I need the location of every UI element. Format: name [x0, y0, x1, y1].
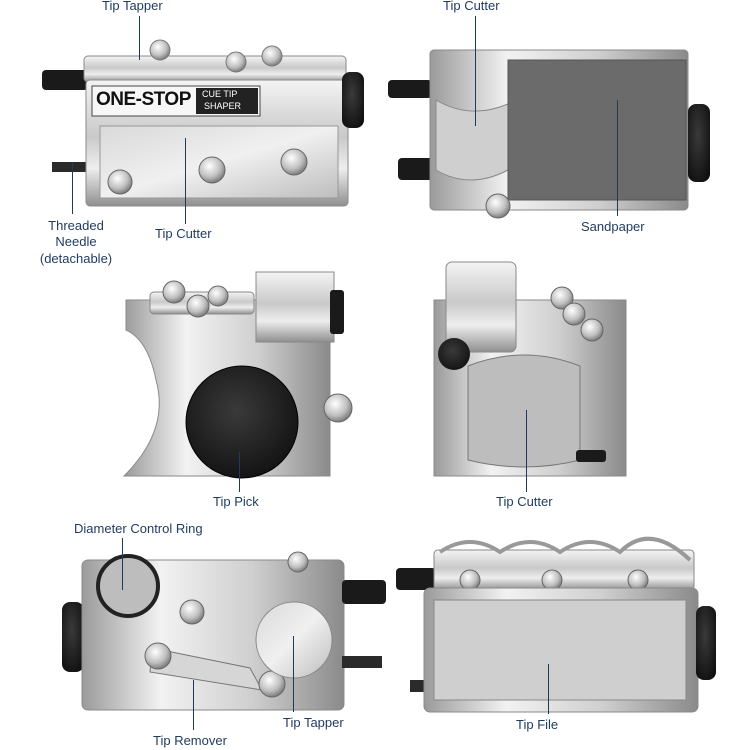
tip-pick-pad: [185, 365, 299, 479]
side-knob-black: [342, 72, 364, 128]
screw: [459, 569, 481, 591]
thread-black: [576, 450, 606, 462]
screw: [485, 193, 511, 219]
tip-file-surface: [433, 599, 687, 701]
knob-right-black: [342, 580, 386, 604]
leader-line: [239, 452, 240, 492]
screw: [580, 318, 604, 342]
leader-line: [526, 410, 527, 492]
label-tip-file: Tip File: [516, 717, 559, 732]
side-knob: [323, 393, 353, 423]
label-tip-cutter-top-right: Tip Cutter: [443, 0, 500, 13]
label-sandpaper: Sandpaper: [581, 219, 645, 234]
view-cutter-end: [433, 261, 627, 477]
screw: [225, 51, 247, 73]
leader-line: [548, 664, 549, 714]
label-threaded-needle: Threaded Needle (detachable): [39, 218, 113, 266]
leader-line: [475, 16, 476, 126]
diameter-control-ring: [96, 554, 160, 618]
knob-left-black-lower: [398, 158, 438, 180]
logo-badge: [196, 88, 258, 114]
knob-black: [438, 338, 470, 370]
leader-line: [293, 636, 294, 712]
knob-left-black: [396, 568, 436, 590]
sandpaper-pad: [507, 59, 687, 201]
screw: [162, 280, 186, 304]
screw: [627, 569, 649, 591]
screw: [198, 156, 226, 184]
screw: [144, 642, 172, 670]
top-plate: [83, 55, 347, 83]
thread-right: [342, 656, 382, 668]
screw: [179, 599, 205, 625]
cutter-bore: [467, 354, 581, 468]
knob-left-black: [42, 70, 88, 90]
screw: [287, 551, 309, 573]
screw: [550, 286, 574, 310]
label-tip-cutter-end: Tip Cutter: [496, 494, 553, 509]
side-knob-black: [62, 602, 84, 672]
leader-line: [139, 16, 140, 60]
screw: [541, 569, 563, 591]
top-ridge: [438, 536, 692, 562]
leader-line: [72, 162, 73, 214]
screw: [149, 39, 171, 61]
screw: [207, 285, 229, 307]
screw: [107, 169, 133, 195]
cutter-block: [255, 271, 335, 343]
label-tip-tapper-top: Tip Tapper: [102, 0, 163, 13]
logo-subtitle-line2: SHAPER: [204, 101, 242, 111]
label-tip-tapper-bottom: Tip Tapper: [283, 715, 344, 730]
label-tip-remover: Tip Remover: [153, 733, 227, 748]
label-tip-cutter-front: Tip Cutter: [155, 226, 212, 241]
tip-tapper-disc: [255, 601, 333, 679]
view-tip-pick: [122, 271, 353, 479]
knob-left-black: [388, 80, 432, 98]
leader-line: [617, 100, 618, 216]
view-back-side: [62, 551, 386, 711]
leader-line: [122, 538, 123, 590]
side-knob-black: [696, 606, 716, 680]
side-knob-black: [688, 104, 710, 182]
view-file-side: [396, 536, 716, 713]
leader-line: [185, 138, 186, 224]
view-sandpaper-side: [388, 49, 710, 219]
top-column: [445, 261, 517, 353]
screw: [562, 302, 586, 326]
screw: [186, 294, 210, 318]
leader-line: [193, 680, 194, 730]
screw: [261, 45, 283, 67]
label-diameter-control-ring: Diameter Control Ring: [74, 521, 203, 536]
label-tip-pick: Tip Pick: [213, 494, 259, 509]
screw: [280, 148, 308, 176]
cutter-latch-black: [330, 290, 344, 334]
view-front-logo: [42, 39, 364, 207]
cutter-hollow: [435, 99, 509, 181]
logo-subtitle-line1: CUE TIP: [202, 89, 238, 99]
logo-brand-text: ONE-STOP: [96, 89, 191, 110]
